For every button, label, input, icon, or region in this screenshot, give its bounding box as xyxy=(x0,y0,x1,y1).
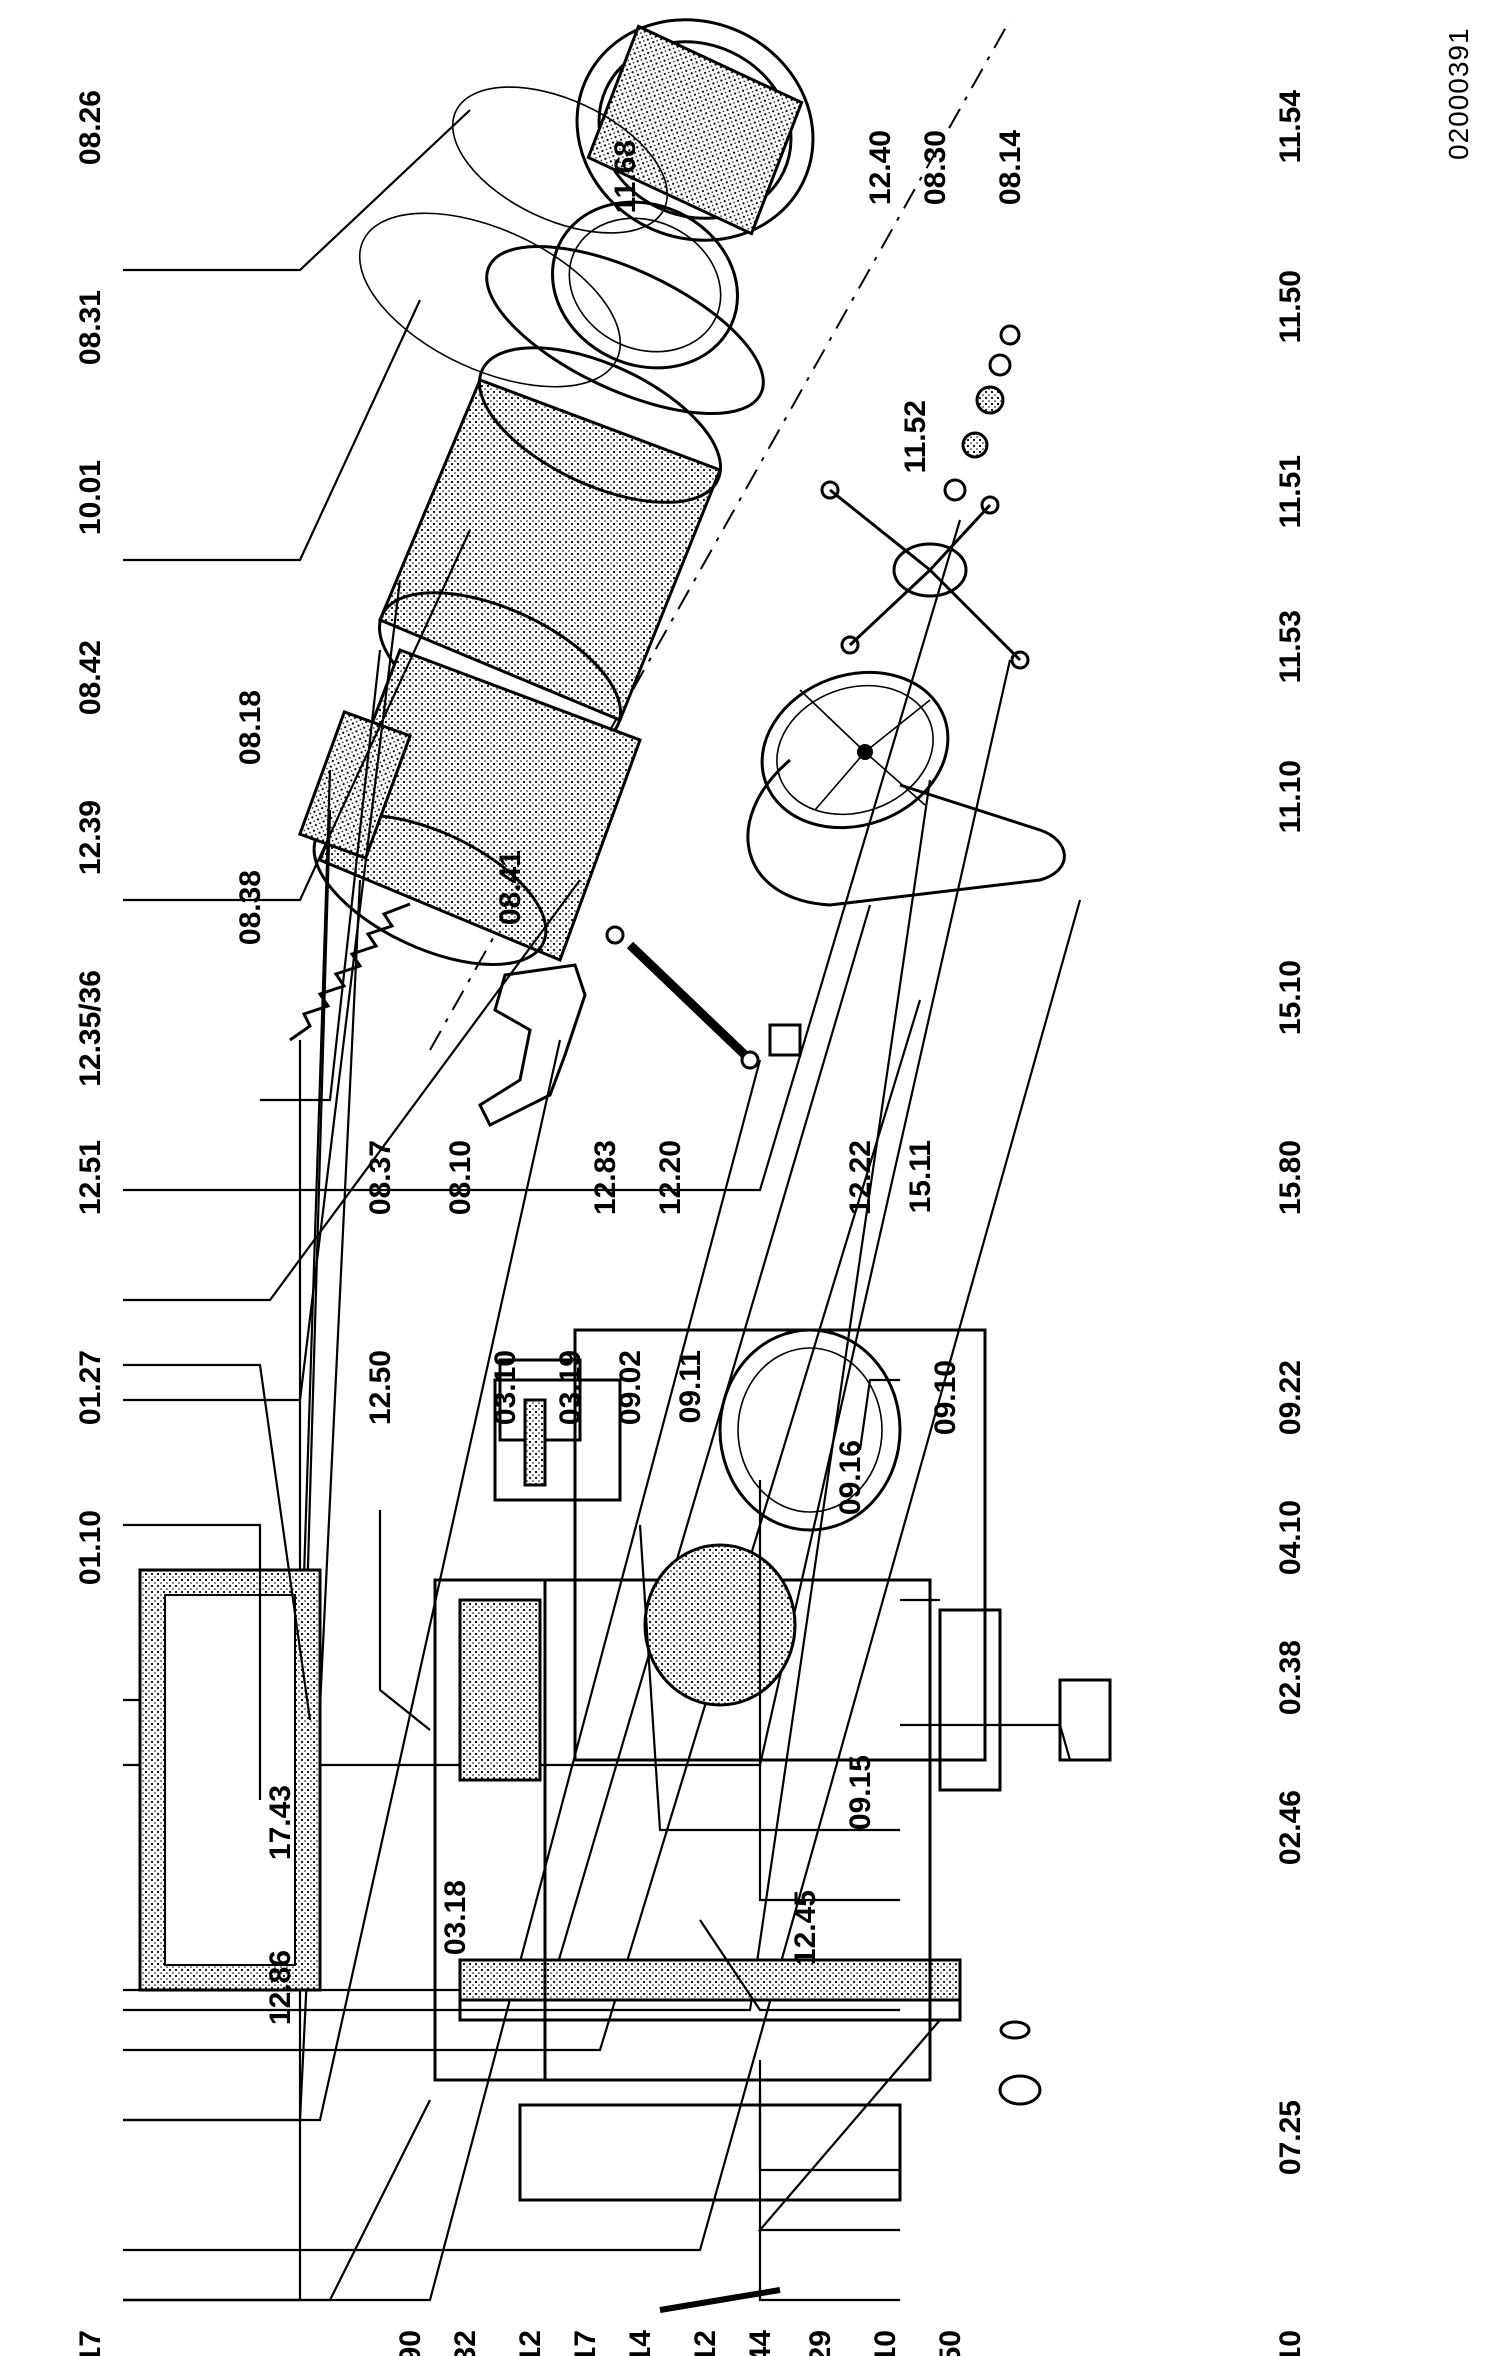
label-08-37: 08.37 xyxy=(364,1140,397,1215)
label-03-19: 03.19 xyxy=(554,1350,587,1425)
label-02-38: 02.38 xyxy=(1274,1640,1307,1715)
spider-part xyxy=(820,480,1030,670)
label-03-10: 03.10 xyxy=(489,1350,522,1425)
label-01-10: 01.10 xyxy=(74,1510,107,1585)
label-15-80: 15.80 xyxy=(1274,1140,1307,1215)
label-12-29: 12.29 xyxy=(804,2330,837,2356)
label-03-18: 03.18 xyxy=(439,1880,472,1955)
plinth-part xyxy=(938,1608,1002,1792)
label-11-10: 11.10 xyxy=(1274,760,1307,833)
label-12-83: 12.83 xyxy=(589,1140,622,1215)
cabinet-assembly-group xyxy=(123,1328,1112,2313)
label-07-25: 07.25 xyxy=(1274,2100,1307,2175)
label-12-86: 12.86 xyxy=(264,1950,297,2025)
rear-panel-part xyxy=(518,2103,902,2202)
washer-part xyxy=(999,2020,1031,2040)
label-02-46: 02.46 xyxy=(1274,1790,1307,1865)
label-08-18: 08.18 xyxy=(234,690,267,765)
label-11-50: 11.50 xyxy=(1274,270,1307,343)
label-01-27: 01.27 xyxy=(74,1350,107,1425)
label-11-53: 11.53 xyxy=(1274,610,1307,683)
label-12-20: 12.20 xyxy=(654,1140,687,1215)
label-10-01: 10.01 xyxy=(74,460,107,535)
drawing-number: 02000391 xyxy=(1443,27,1474,160)
gasket-front-part xyxy=(451,86,669,234)
label-08-38: 08.38 xyxy=(234,870,267,945)
seal-ring-part xyxy=(485,200,765,416)
mount-part xyxy=(768,1023,802,1057)
label-02-10: 02.10 xyxy=(869,2330,902,2356)
label-12-39: 12.39 xyxy=(74,800,107,875)
label-11-52: 11.52 xyxy=(899,400,932,473)
left-group-labels: 01.27 01.10 17.43 12.86 01.17 02.90 02.3… xyxy=(74,1350,1307,2356)
label-08-30: 08.30 xyxy=(919,130,952,205)
left-leader-lines xyxy=(123,1363,1072,2302)
label-09-11: 09.11 xyxy=(674,1350,707,1423)
label-01-17: 01.17 xyxy=(74,2330,107,2356)
control-panel-part xyxy=(493,1378,622,1502)
bearing-stack-part xyxy=(943,324,1021,502)
label-15-11: 15.11 xyxy=(904,1140,937,1213)
label-03-12: 03.12 xyxy=(514,2330,547,2356)
label-02-12: 02.12 xyxy=(689,2330,722,2356)
drum-assembly-group xyxy=(123,18,1082,2302)
label-15-10: 15.10 xyxy=(1274,960,1307,1035)
label-17-43: 17.43 xyxy=(264,1785,297,1860)
handle-part xyxy=(1058,1678,1112,1762)
front-panel-part xyxy=(498,1328,987,1762)
label-08-10: 08.10 xyxy=(444,1140,477,1215)
label-12-17: 12.17 xyxy=(569,2330,602,2356)
label-08-31: 08.31 xyxy=(74,290,107,365)
cabinet-body-part xyxy=(433,1578,962,2082)
right-group-labels: 08.26 08.31 10.01 08.42 08.18 12.39 08.3… xyxy=(74,90,1307,1215)
label-09-02: 09.02 xyxy=(614,1350,647,1425)
label-12-35-36: 12.35/36 xyxy=(74,970,107,1087)
label-08-14: 08.14 xyxy=(994,130,1027,205)
label-11-51: 11.51 xyxy=(1274,455,1307,528)
label-09-16: 09.16 xyxy=(834,1440,867,1515)
label-12-45: 12.45 xyxy=(789,1890,822,1965)
front-ring-part xyxy=(575,18,815,242)
label-09-15: 09.15 xyxy=(844,1755,877,1830)
spring-part xyxy=(289,902,411,1042)
door-part xyxy=(718,1328,902,1532)
bracket-part xyxy=(478,963,587,1128)
label-11-68: 11.68 xyxy=(609,140,642,213)
label-11-54: 11.54 xyxy=(1274,90,1307,164)
label-04-10: 04.10 xyxy=(1274,1500,1307,1575)
label-02-90: 02.90 xyxy=(394,2330,427,2356)
label-02-32: 02.32 xyxy=(449,2330,482,2356)
label-12-40: 12.40 xyxy=(864,130,897,205)
drum-part xyxy=(377,346,723,749)
top-lid-part xyxy=(138,1568,322,1992)
label-12-51: 12.51 xyxy=(74,1140,107,1215)
label-08-42: 08.42 xyxy=(74,640,107,715)
label-07-10: 07.10 xyxy=(1274,2330,1307,2356)
label-12-22: 12.22 xyxy=(844,1140,877,1215)
pulley-part xyxy=(760,670,950,830)
label-09-10: 09.10 xyxy=(929,1360,962,1435)
label-12-50: 12.50 xyxy=(364,1350,397,1425)
foot-part xyxy=(998,2074,1042,2106)
gasket-rear-part xyxy=(358,212,622,388)
label-08-26: 08.26 xyxy=(74,90,107,165)
label-09-22: 09.22 xyxy=(1274,1360,1307,1435)
shock-absorber-part xyxy=(605,925,760,1070)
belt-part xyxy=(746,758,1066,907)
label-08-41: 08.41 xyxy=(494,850,527,925)
label-12-44: 12.44 xyxy=(744,2330,777,2356)
label-12-14: 12.14 xyxy=(624,2330,657,2356)
label-07-50: 07.50 xyxy=(934,2330,967,2356)
